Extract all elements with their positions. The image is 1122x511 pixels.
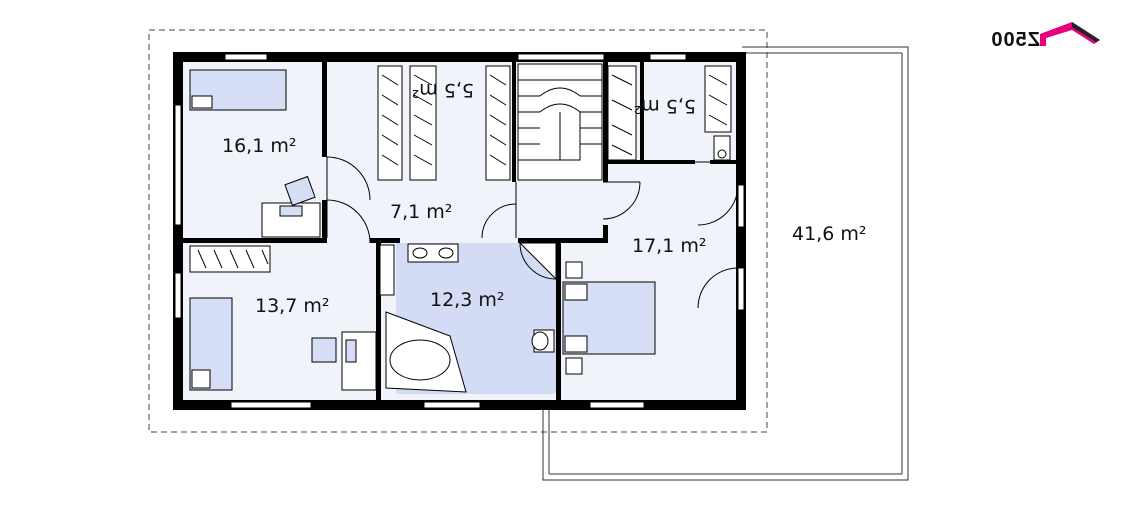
terrace-outline: [542, 46, 909, 481]
staircase: [517, 63, 603, 181]
doors: [326, 156, 739, 309]
z500-logo: Z500: [990, 22, 1100, 51]
desk-top-left: [261, 175, 321, 238]
logo-roof-icon: [1040, 22, 1100, 46]
bed-master: [562, 261, 656, 375]
logo-text: Z500: [990, 29, 1040, 51]
room-label-small-room-top-right: 5,5 m²: [634, 95, 696, 117]
room-label-bedroom-top-left: 16,1 m²: [222, 135, 296, 157]
logo-roof-dark: [1072, 22, 1100, 42]
room-label-bathroom: 12,3 m²: [430, 289, 504, 311]
bed-top-left: [189, 69, 287, 111]
room-label-terrace: 41,6 m²: [792, 223, 866, 245]
wardrobe-hatching: [197, 74, 728, 269]
desk-bottom-left: [311, 331, 377, 391]
bed-bottom-left: [189, 297, 233, 391]
interior-walls: [183, 62, 738, 400]
room-label-bedroom-bottom-left: 13,7 m²: [255, 295, 329, 317]
room-label-master-bedroom: 17,1 m²: [632, 235, 706, 257]
wardrobes: [189, 65, 732, 273]
room-label-hallway: 7,1 m²: [390, 201, 452, 223]
windows: [174, 53, 745, 409]
bathroom-fixtures: [379, 135, 731, 393]
room-label-wardrobe: 5,5 m²: [412, 79, 474, 101]
